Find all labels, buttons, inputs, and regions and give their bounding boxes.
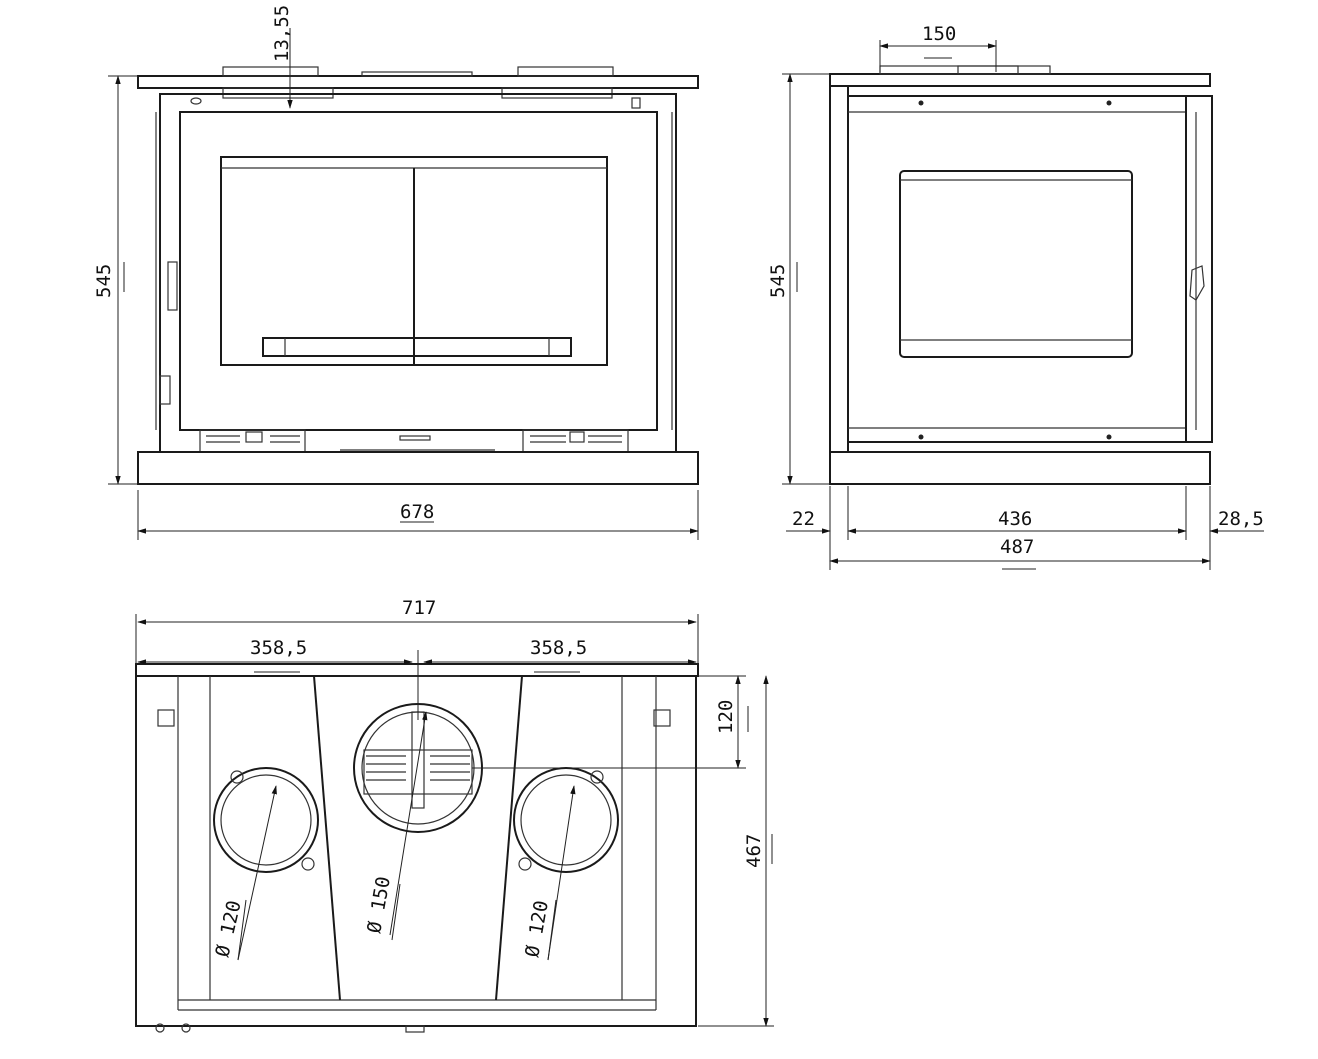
side-base <box>829 451 1211 485</box>
side-window <box>899 170 1133 358</box>
top-front-plate <box>135 663 699 677</box>
front-dim-width-label: 678 <box>400 501 434 523</box>
front-top-plate <box>137 75 699 89</box>
front-vent-left <box>199 429 306 453</box>
side-dim-inner-width-label: 436 <box>998 508 1032 530</box>
duct-right-dia-label: Ø 120 <box>521 899 553 959</box>
front-hinge-lower <box>159 375 171 405</box>
top-baffle-right <box>495 675 523 1001</box>
side-dim-height-label: 545 <box>767 264 789 298</box>
top-bracket-left <box>157 709 175 727</box>
side-top-plate <box>829 73 1211 87</box>
top-rear-tab <box>405 1025 425 1033</box>
side-door-profile <box>1185 95 1213 443</box>
side-dim-total-depth-label: 487 <box>1000 536 1034 558</box>
top-dim-half-left-label: 358,5 <box>250 637 307 659</box>
side-bolt <box>1106 434 1112 440</box>
top-dim-half-right-label: 358,5 <box>530 637 587 659</box>
duct-left-dia-underline <box>237 899 247 961</box>
duct-right-dia-underline <box>547 899 557 961</box>
front-handle-bar <box>262 337 572 357</box>
front-logo-plate <box>399 435 431 441</box>
duct-left-dia-leader <box>237 785 277 961</box>
side-view: 150 545 22 436 28,5 487 <box>767 23 1264 570</box>
side-bolt <box>1106 100 1112 106</box>
top-dim-total-depth-label: 467 <box>743 834 765 868</box>
side-dim-flue-label: 150 <box>922 23 956 45</box>
front-screw <box>190 97 202 105</box>
top-bracket-right <box>653 709 671 727</box>
front-dim-height-label: 545 <box>93 264 115 298</box>
side-top-collar-inner <box>957 65 1019 75</box>
top-body <box>135 675 697 1027</box>
top-foot <box>155 1023 165 1033</box>
flue-center-dia-label: Ø 150 <box>363 875 395 935</box>
front-door-frame <box>179 111 658 431</box>
front-body <box>159 93 677 453</box>
front-top-collar-center <box>361 71 473 77</box>
top-dim-flue-depth-label: 120 <box>715 700 737 734</box>
side-dim-right-margin-label: 28,5 <box>1218 508 1264 530</box>
side-top-collar <box>879 65 1051 75</box>
front-vent-right <box>522 429 629 453</box>
flue-center-dia-underline <box>391 883 401 941</box>
front-top-collar-right <box>517 66 614 77</box>
top-view: 717 358,5 358,5 120 467 Ø 120 Ø 150 Ø 12… <box>135 597 774 1033</box>
front-base <box>137 451 699 485</box>
front-dim-top-label: 13,55 <box>271 5 293 62</box>
flue-center-dia-leader <box>389 711 428 936</box>
front-latch <box>631 97 641 109</box>
duct-left <box>213 767 319 873</box>
top-dim-width-label: 717 <box>402 597 436 619</box>
side-bolt <box>918 100 924 106</box>
top-baffle-left <box>313 675 341 1001</box>
front-hinge <box>167 261 178 311</box>
duct-right <box>513 767 619 873</box>
front-view: 13,55 545 678 <box>93 5 699 540</box>
side-dim-left-margin-label: 22 <box>792 508 815 530</box>
flue-center <box>353 703 483 833</box>
side-bolt <box>918 434 924 440</box>
front-top-collar-left <box>222 66 319 77</box>
side-handle <box>1189 265 1205 301</box>
top-foot <box>181 1023 191 1033</box>
side-panel <box>847 95 1187 443</box>
